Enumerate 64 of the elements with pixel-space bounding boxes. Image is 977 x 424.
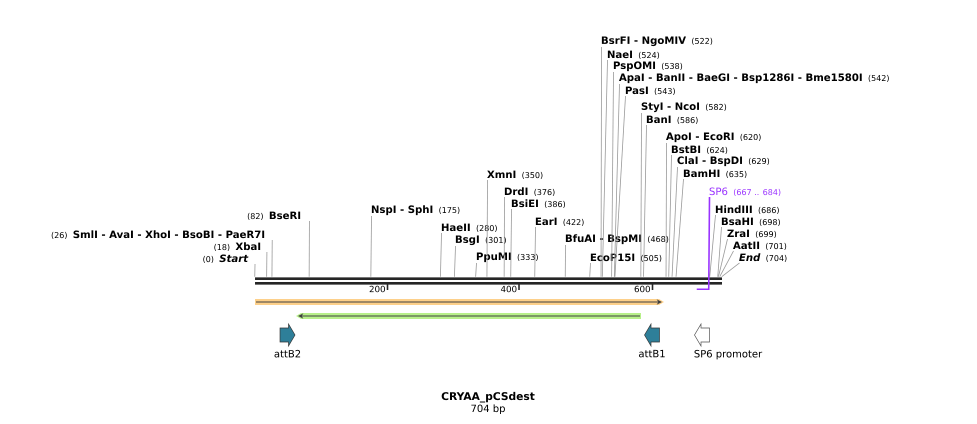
leader-line xyxy=(534,226,536,278)
title: CRYAA_pCSdest xyxy=(442,392,535,402)
leader-line xyxy=(370,216,372,278)
leader-line xyxy=(721,262,740,278)
leader-line xyxy=(717,226,722,278)
enzyme-label: BsrFI - NgoMIV (522) xyxy=(602,36,712,46)
enzyme-label: ClaI - BspDI (629) xyxy=(677,156,770,166)
leader-line xyxy=(614,84,620,278)
enzyme-label: ApaI - BanII - BaeGI - Bsp1286I - Bme1580I (542) xyxy=(618,73,889,84)
enzyme-label: BsiEI (386) xyxy=(512,199,566,208)
caption: 704 bp xyxy=(471,404,505,414)
enzyme-label: ApoI - EcoRI (620) xyxy=(666,132,761,142)
leader-line xyxy=(510,208,512,278)
enzyme-label: StyI - NcoI (582) xyxy=(642,102,726,112)
leader-line xyxy=(504,196,505,278)
leader-line xyxy=(672,166,678,278)
leader-line xyxy=(668,154,672,278)
enzyme-label: EcoP15I (505) xyxy=(590,254,662,262)
enzyme-label: NspI - SphI (175) xyxy=(372,205,460,216)
leader-line xyxy=(454,246,456,278)
leader-line xyxy=(643,124,647,278)
enzyme-label: BanI (586) xyxy=(646,116,698,124)
enzyme-label: DrdI (376) xyxy=(504,187,555,196)
enzyme-label: PspOMI (538) xyxy=(614,61,682,72)
enzyme-label: (82) BseRI xyxy=(248,212,300,220)
leader-line xyxy=(640,112,642,278)
enzyme-label: XmnI (350) xyxy=(487,170,542,180)
end-label: (0) Start xyxy=(203,254,248,264)
leader-line xyxy=(614,96,626,278)
leader-line xyxy=(611,72,614,278)
leader-line xyxy=(564,244,566,278)
leader-line xyxy=(676,178,684,278)
leader-line xyxy=(718,238,728,278)
leader-line xyxy=(254,264,256,278)
sequence-bar xyxy=(255,277,722,285)
leader-line xyxy=(602,60,608,278)
leader-line xyxy=(486,180,488,278)
enzyme-label: ZraI (699) xyxy=(727,230,776,238)
leader-line xyxy=(696,196,710,290)
leader-line xyxy=(719,250,734,278)
enzyme-label: BsaHI (698) xyxy=(722,218,780,226)
enzyme-label: NaeI (524) xyxy=(608,50,660,60)
leader-line xyxy=(272,240,273,278)
enzyme-label: HindIII (686) xyxy=(716,205,779,214)
enzyme-label: (26) SmlI - AvaI - XhoI - BsoBI - PaeR7I xyxy=(52,230,264,240)
site-label: SP6 (667 .. 684) xyxy=(710,187,780,196)
enzyme-label: PasI (543) xyxy=(626,86,675,96)
leader-line xyxy=(666,142,667,278)
enzyme-label: BamHI (635) xyxy=(684,170,746,178)
leader-line xyxy=(589,262,591,278)
leader-line xyxy=(308,220,310,278)
enzyme-label: EarI (422) xyxy=(536,218,584,226)
leader-line xyxy=(440,232,442,278)
leader-line xyxy=(475,262,477,278)
leader-line xyxy=(266,252,268,278)
enzyme-label: PpuMI (333) xyxy=(476,252,538,262)
enzyme-label: BsgI (301) xyxy=(456,235,506,246)
leader-line xyxy=(600,46,602,278)
enzyme-label: HaeII (280) xyxy=(442,224,497,232)
enzyme-label: BstBI (624) xyxy=(672,146,728,154)
end-label: End (704) xyxy=(739,253,786,262)
enzyme-label: AatII (701) xyxy=(732,242,786,250)
leader-line xyxy=(709,214,716,278)
enzyme-label: (18) XbaI xyxy=(214,242,260,252)
